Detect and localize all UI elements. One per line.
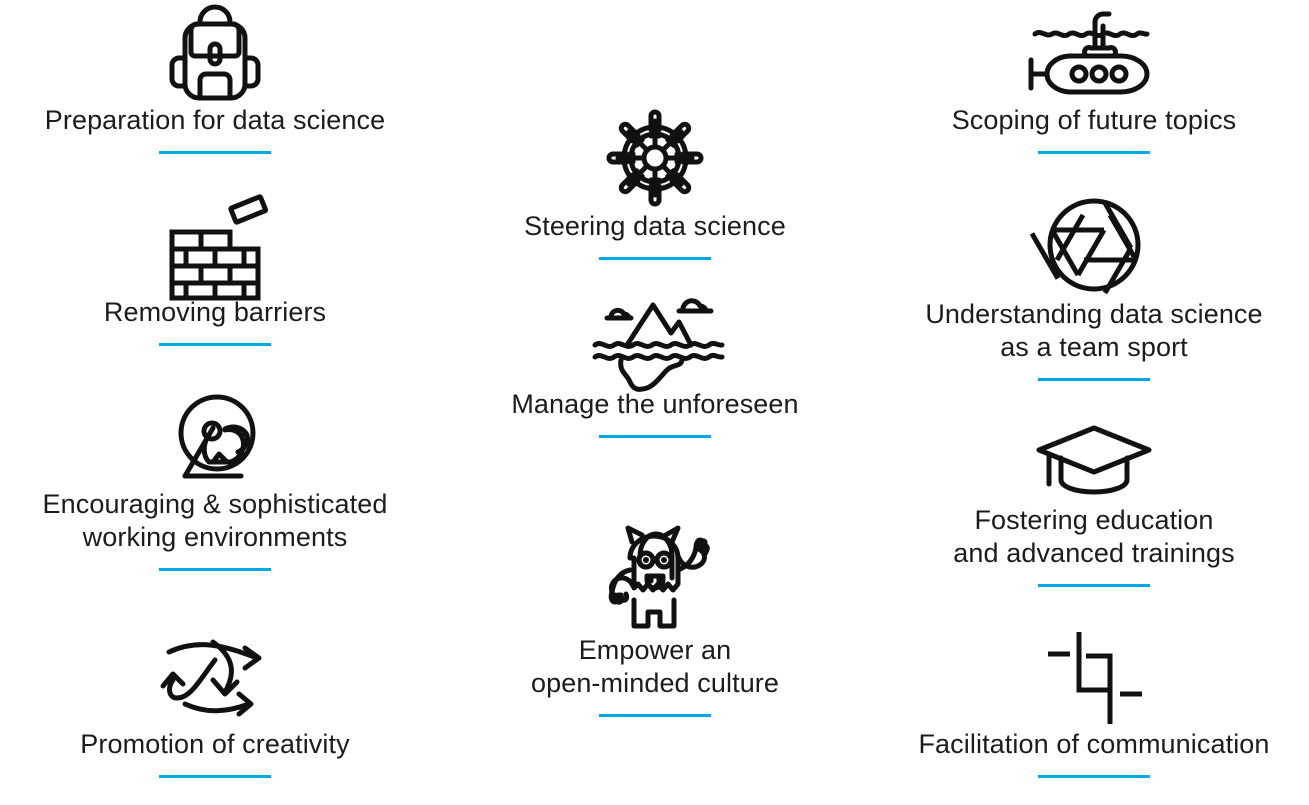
card-promotion-of-creativity: Promotion of creativity bbox=[0, 630, 430, 778]
card-fostering-education-and-advanced-trainings: Fostering education and advanced trainin… bbox=[879, 418, 1309, 587]
iceberg-icon bbox=[587, 288, 725, 392]
card-label: Promotion of creativity bbox=[80, 729, 350, 759]
card-scoping-of-future-topics: Scoping of future topics bbox=[879, 0, 1309, 154]
graduation-cap-icon bbox=[1033, 418, 1155, 504]
card-facilitation-of-communication: Facilitation of communication bbox=[879, 628, 1309, 778]
card-label: Facilitation of communication bbox=[918, 729, 1270, 759]
accent-rule bbox=[1038, 378, 1150, 381]
card-understanding-data-science-as-a-team-sport: Understanding data science as a team spo… bbox=[879, 192, 1309, 381]
accent-rule bbox=[1038, 584, 1150, 587]
card-label: Fostering education and advanced trainin… bbox=[953, 505, 1235, 568]
card-label: Empower an open-minded culture bbox=[530, 635, 780, 698]
hamster-wheel-icon bbox=[165, 388, 265, 488]
card-manage-the-unforeseen: Manage the unforeseen bbox=[440, 288, 870, 438]
curved-arrows-icon bbox=[155, 630, 275, 728]
card-label: Steering data science bbox=[524, 211, 786, 241]
card-label: Scoping of future topics bbox=[951, 105, 1237, 135]
ships-wheel-icon bbox=[603, 106, 707, 210]
card-encouraging-sophisticated-working-environments: Encouraging & sophisticated working envi… bbox=[0, 388, 430, 571]
brick-wall-icon bbox=[160, 194, 270, 301]
card-label: Understanding data science as a team spo… bbox=[925, 299, 1263, 362]
card-empower-an-open-minded-culture: Empower an open-minded culture bbox=[440, 518, 870, 717]
accent-rule bbox=[159, 775, 271, 778]
card-steering-data-science: Steering data science bbox=[440, 106, 870, 260]
card-label: Encouraging & sophisticated working envi… bbox=[42, 489, 388, 552]
accent-rule bbox=[599, 257, 711, 260]
accent-rule bbox=[159, 568, 271, 571]
card-label: Manage the unforeseen bbox=[511, 389, 799, 419]
circuit-lines-icon bbox=[1034, 628, 1154, 728]
card-label: Removing barriers bbox=[103, 297, 327, 327]
backpack-icon bbox=[167, 2, 263, 104]
submarine-icon bbox=[1021, 0, 1167, 104]
accent-rule bbox=[1038, 775, 1150, 778]
monster-icon bbox=[600, 518, 710, 634]
aperture-icon bbox=[1029, 192, 1147, 298]
accent-rule bbox=[599, 435, 711, 438]
accent-rule bbox=[599, 714, 711, 717]
accent-rule bbox=[159, 151, 271, 154]
card-removing-barriers: Removing barriers bbox=[0, 194, 430, 346]
card-label: Preparation for data science bbox=[44, 105, 386, 135]
accent-rule bbox=[1038, 151, 1150, 154]
accent-rule bbox=[159, 343, 271, 346]
card-preparation-for-data-science: Preparation for data science bbox=[0, 2, 430, 154]
